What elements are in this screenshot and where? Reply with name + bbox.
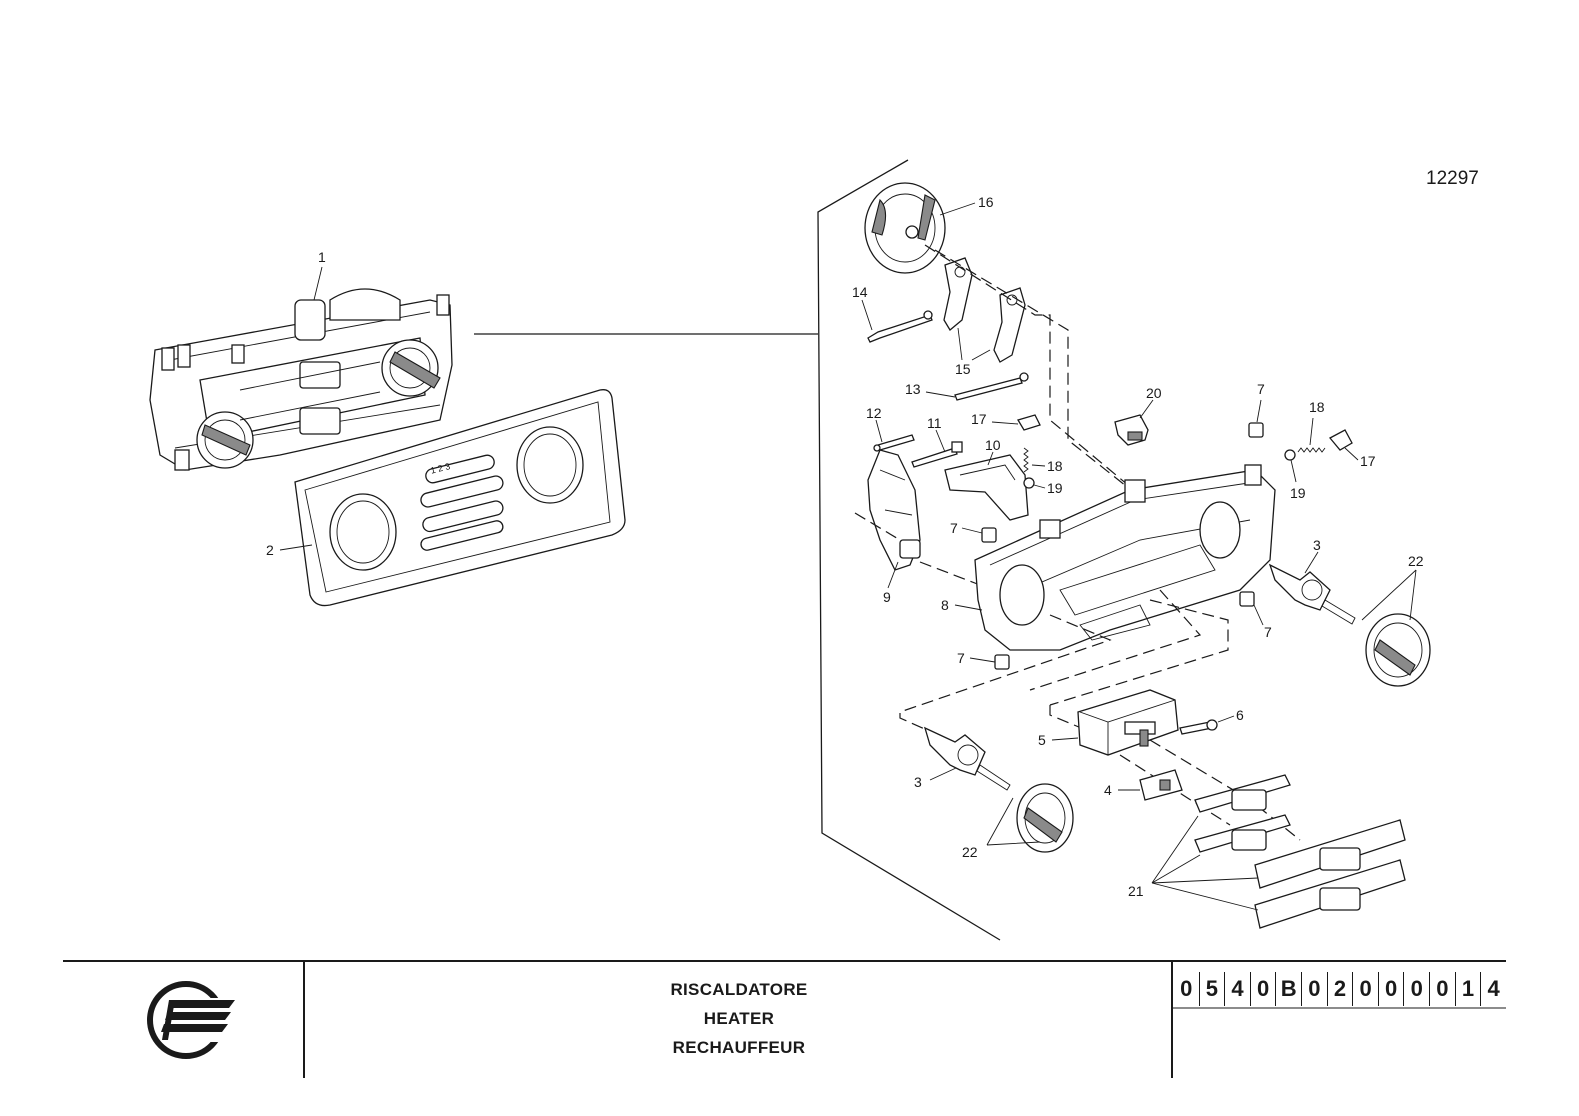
- heater-control-assembly: [149, 288, 453, 471]
- callout-4: 4: [1104, 782, 1112, 798]
- control-knob-16: [864, 182, 946, 274]
- callout-9: 9: [883, 589, 891, 605]
- fan-speed-label: 1 2 3: [429, 461, 451, 476]
- callout-15: 15: [955, 361, 971, 377]
- callout-5: 5: [1038, 732, 1046, 748]
- callout-8: 8: [941, 597, 949, 613]
- callout-7-lower-left: 7: [957, 650, 965, 666]
- callout-3-left: 3: [914, 774, 922, 790]
- callout-13: 13: [905, 381, 921, 397]
- callout-19-left: 19: [1047, 480, 1063, 496]
- callout-10: 10: [985, 437, 1001, 453]
- callout-14: 14: [852, 284, 868, 300]
- callout-22-right: 22: [1408, 553, 1424, 569]
- callout-20: 20: [1146, 385, 1162, 401]
- facia-panel: 1 2 3: [294, 389, 626, 607]
- callout-19-right: 19: [1290, 485, 1306, 501]
- callout-12: 12: [866, 405, 882, 421]
- callout-3-right: 3: [1313, 537, 1321, 553]
- callout-6: 6: [1236, 707, 1244, 723]
- main-housing-8: [974, 464, 1276, 651]
- callout-17-right: 17: [1360, 453, 1376, 469]
- potentiometer-left: [923, 726, 1011, 791]
- drawing-number: 12297: [1426, 168, 1479, 189]
- callout-2: 2: [266, 542, 274, 558]
- callout-7-top-right: 7: [1257, 381, 1265, 397]
- callout-7-upper-left: 7: [950, 520, 958, 536]
- callout-22-left: 22: [962, 844, 978, 860]
- knob-22-right: [1365, 613, 1431, 687]
- potentiometer-right: [1268, 563, 1356, 625]
- callout-21: 21: [1128, 883, 1144, 899]
- callout-17-left: 17: [971, 411, 987, 427]
- callout-18-right: 18: [1309, 399, 1325, 415]
- callout-18-left: 18: [1047, 458, 1063, 474]
- callout-7-right: 7: [1264, 624, 1272, 640]
- brand-logo-icon: [147, 981, 238, 1059]
- levers-15: [943, 257, 1026, 363]
- switch-body-5: [1077, 689, 1179, 756]
- callout-1: 1: [318, 249, 326, 265]
- knob-22-left: [1016, 783, 1074, 853]
- callout-11: 11: [927, 415, 942, 431]
- slider-rails-21: [1194, 774, 1406, 929]
- callout-16: 16: [978, 194, 994, 210]
